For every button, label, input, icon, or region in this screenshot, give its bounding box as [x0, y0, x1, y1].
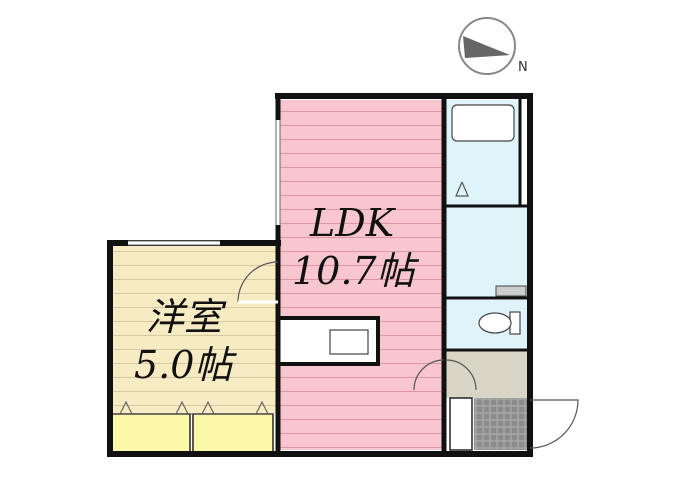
windows — [128, 120, 280, 245]
closet-hanger-marks — [112, 400, 273, 415]
washroom — [446, 206, 528, 298]
hallway — [446, 350, 528, 398]
storage-shelf — [495, 285, 527, 297]
closet-left — [111, 413, 191, 455]
toilet-icon — [478, 311, 521, 335]
ldk-size: 10.7帖 — [292, 249, 415, 293]
western-room-name: 洋室 — [146, 295, 223, 339]
bathtub — [451, 104, 515, 142]
compass-icon — [458, 17, 516, 75]
doors — [237, 181, 579, 449]
entrance-floor — [474, 398, 528, 450]
ldk-name: LDK — [310, 201, 395, 245]
kitchen-sink — [329, 329, 369, 355]
closet-right — [192, 413, 274, 455]
shoe-closet — [449, 397, 473, 451]
western-room-size: 5.0帖 — [134, 343, 233, 387]
compass-north-label: N — [518, 60, 528, 75]
ldk-room — [278, 100, 444, 450]
window-frames — [128, 120, 281, 246]
